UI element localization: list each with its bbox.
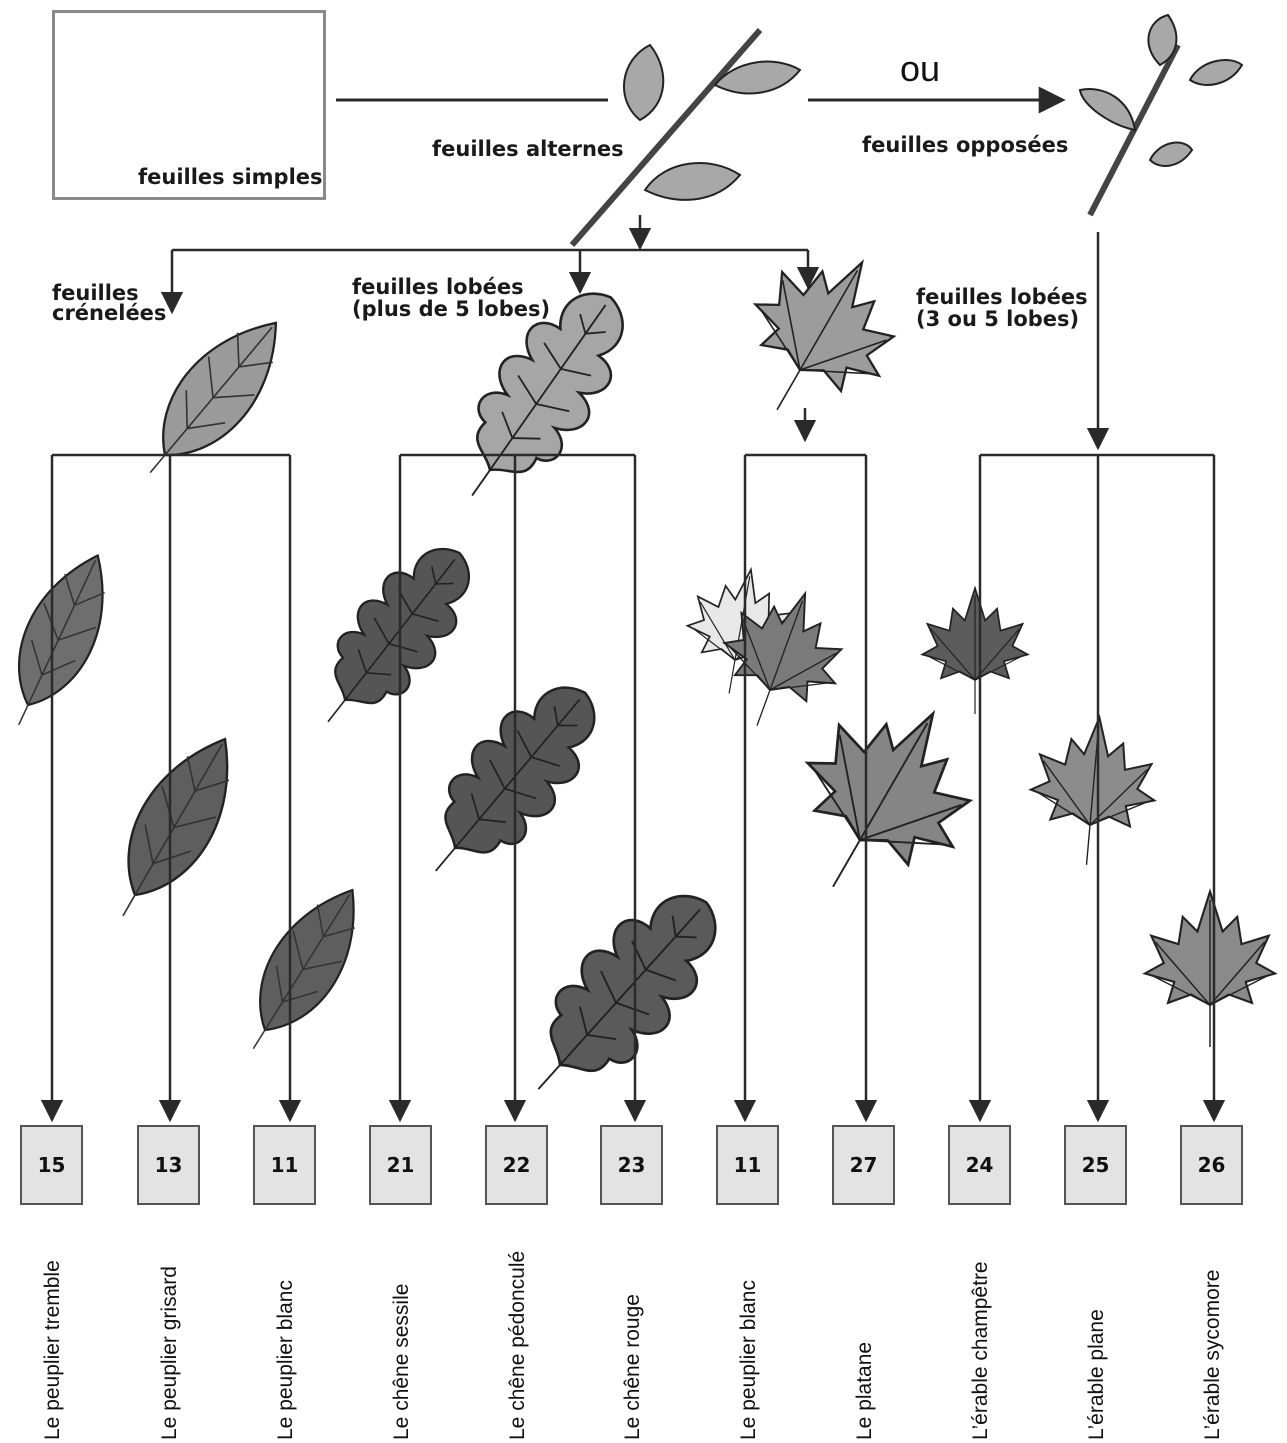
species-number-box: 21 bbox=[369, 1125, 432, 1205]
species-number-box: 23 bbox=[600, 1125, 663, 1205]
species-name: Le chêne pédonculé bbox=[503, 1228, 533, 1440]
species-name: Le peuplier grisard bbox=[155, 1228, 185, 1440]
species-number-box: 15 bbox=[20, 1125, 83, 1205]
species-number-box: 26 bbox=[1180, 1125, 1243, 1205]
species-name-text: L’érable sycomore bbox=[1198, 1270, 1228, 1440]
species-number-box: 11 bbox=[716, 1125, 779, 1205]
species-name-text: Le chêne rouge bbox=[618, 1294, 648, 1440]
label-lobees3-2: (3 ou 5 lobes) bbox=[916, 308, 1079, 330]
opposite-leaves-illustration bbox=[1080, 15, 1242, 215]
label-lobees5-2: (plus de 5 lobes) bbox=[352, 298, 550, 320]
species-name-text: Le peuplier blanc bbox=[734, 1280, 764, 1440]
species-name: L’érable sycomore bbox=[1198, 1228, 1228, 1440]
crenelated-leaf-illustration bbox=[123, 300, 303, 495]
label-lobees5-1: feuilles lobées bbox=[352, 276, 524, 298]
species-name-text: L’érable plane bbox=[1082, 1309, 1112, 1440]
species-name: Le chêne rouge bbox=[618, 1228, 648, 1440]
species-name-text: Le peuplier grisard bbox=[155, 1266, 185, 1440]
species-name-text: Le chêne pédonculé bbox=[503, 1251, 533, 1440]
species-name: Le peuplier tremble bbox=[38, 1228, 68, 1440]
species-name: L’érable plane bbox=[1082, 1228, 1112, 1440]
species-name: Le peuplier blanc bbox=[734, 1228, 764, 1440]
label-alternes: feuilles alternes bbox=[432, 138, 624, 160]
species-name-text: Le peuplier tremble bbox=[38, 1260, 68, 1440]
lobed-few-leaf-illustration bbox=[715, 227, 924, 446]
label-opposees: feuilles opposées bbox=[862, 134, 1068, 156]
species-name-text: Le chêne sessile bbox=[387, 1284, 417, 1440]
label-ou: ou bbox=[900, 48, 940, 90]
label-crenelees-2: crénelées bbox=[52, 302, 166, 324]
species-number-box: 25 bbox=[1064, 1125, 1127, 1205]
species-name-text: Le platane bbox=[850, 1342, 880, 1440]
species-name-text: Le peuplier blanc bbox=[271, 1280, 301, 1440]
species-name: Le peuplier blanc bbox=[271, 1228, 301, 1440]
species-name: L’érable champêtre bbox=[966, 1228, 996, 1440]
species-number-box: 27 bbox=[832, 1125, 895, 1205]
species-number-box: 11 bbox=[253, 1125, 316, 1205]
label-simple: feuilles simples bbox=[138, 166, 323, 188]
species-number-box: 22 bbox=[485, 1125, 548, 1205]
species-number-box: 24 bbox=[948, 1125, 1011, 1205]
species-name-text: L’érable champêtre bbox=[966, 1261, 996, 1440]
species-name: Le platane bbox=[850, 1228, 880, 1440]
species-leaves bbox=[0, 525, 1275, 1124]
species-name: Le chêne sessile bbox=[387, 1228, 417, 1440]
label-lobees3-1: feuilles lobées bbox=[916, 286, 1088, 308]
species-number-box: 13 bbox=[137, 1125, 200, 1205]
